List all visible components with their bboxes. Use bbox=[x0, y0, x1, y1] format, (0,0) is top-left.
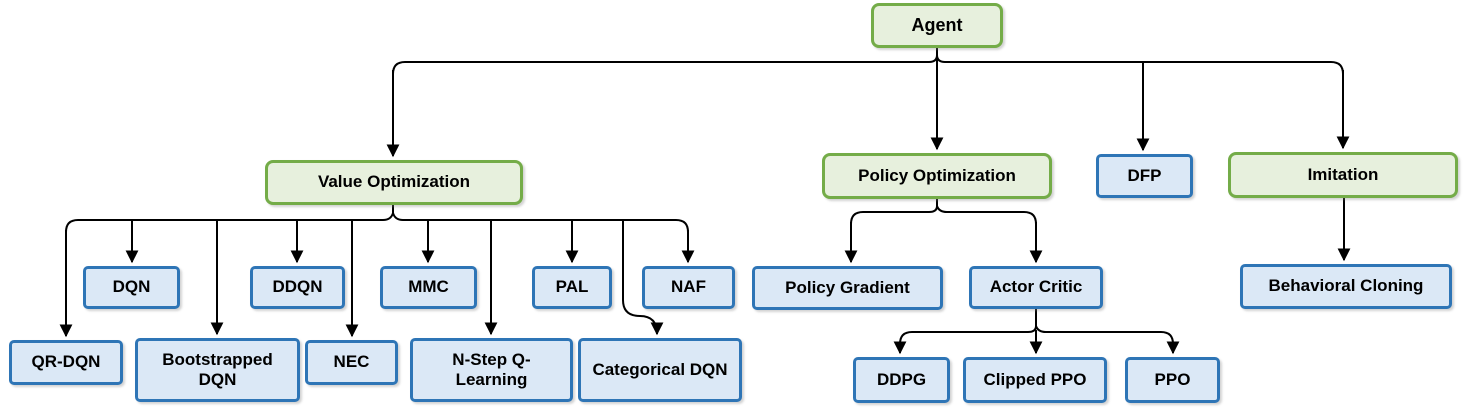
node-clipped-ppo: Clipped PPO bbox=[963, 357, 1107, 403]
node-imitation: Imitation bbox=[1228, 152, 1458, 198]
edge-po-rail bbox=[850, 205, 1037, 225]
edge-ac-rail bbox=[899, 325, 1174, 345]
edge-vo-rail bbox=[65, 212, 689, 233]
node-n-step-q-learning: N-Step Q-Learning bbox=[410, 338, 573, 402]
node-actor-critic: Actor Critic bbox=[969, 266, 1103, 309]
node-qr-dqn: QR-DQN bbox=[9, 340, 123, 385]
node-nec: NEC bbox=[305, 340, 398, 385]
node-dqn: DQN bbox=[83, 266, 180, 309]
edge-vo-categorical-dqn bbox=[622, 220, 664, 336]
node-behavioral-cloning: Behavioral Cloning bbox=[1240, 264, 1452, 309]
node-policy-gradient: Policy Gradient bbox=[752, 266, 943, 310]
node-categorical-dqn: Categorical DQN bbox=[578, 338, 742, 402]
node-dfp: DFP bbox=[1096, 154, 1193, 198]
node-pal: PAL bbox=[532, 266, 612, 309]
node-policy-optimization: Policy Optimization bbox=[822, 153, 1052, 199]
node-bootstrapped-dqn: Bootstrapped DQN bbox=[135, 338, 300, 402]
node-ddqn: DDQN bbox=[250, 266, 345, 309]
node-ddpg: DDPG bbox=[853, 357, 950, 403]
edge-agent-rail bbox=[392, 54, 1344, 75]
node-agent: Agent bbox=[871, 3, 1003, 48]
node-ppo: PPO bbox=[1125, 357, 1220, 403]
node-value-optimization: Value Optimization bbox=[265, 160, 523, 205]
node-naf: NAF bbox=[642, 266, 735, 309]
node-mmc: MMC bbox=[380, 266, 477, 309]
